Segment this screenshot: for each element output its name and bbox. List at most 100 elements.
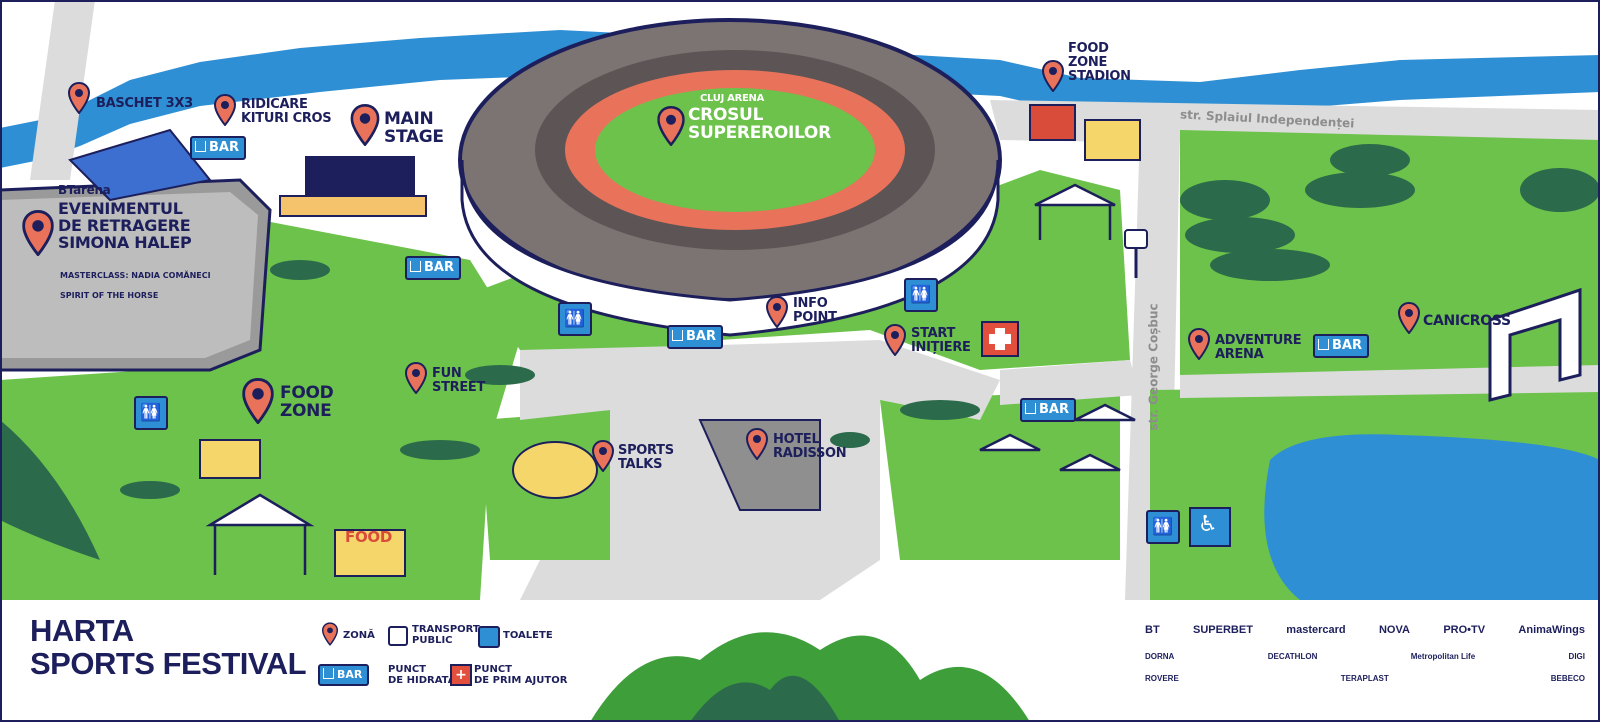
pin-cros-icon[interactable] [657, 106, 685, 146]
cup-icon [1318, 339, 1329, 350]
title-line2: SPORTS FESTIVAL [30, 646, 307, 681]
zone-food-stadion-line3: STADION [1068, 69, 1131, 84]
bar-marker-2[interactable]: BAR [405, 256, 461, 280]
sponsor-logo: DECATHLON [1267, 652, 1318, 661]
zone-halep-line3: SIMONA HALEP [58, 233, 192, 252]
sponsor-logo: DIGI [1568, 652, 1585, 661]
sponsor-logo: SUPERBET [1193, 624, 1253, 636]
zone-food-line2: ZONE [280, 401, 332, 421]
bar-marker-4[interactable]: BAR [1020, 398, 1076, 422]
legend-zona: ZONĂ [343, 630, 375, 641]
zone-info-line1: INFO [793, 296, 828, 311]
sponsor-logo: ROVERE [1145, 674, 1179, 683]
pin-adventure-icon[interactable] [1188, 328, 1210, 360]
bar-label: BAR [1039, 402, 1069, 417]
zone-baschet[interactable]: BASCHET 3X3 [96, 96, 193, 111]
pin-sports-talks-icon[interactable] [592, 440, 614, 472]
trees [120, 144, 1600, 499]
bus-stop-icon [1124, 229, 1148, 249]
legend-hidratare-line2: DE HIDRATARE [388, 675, 470, 686]
wheelchair-icon: ♿ [1198, 512, 1218, 537]
zone-hotel-line2: RADISSON [773, 446, 847, 461]
bar-label: BAR [1332, 338, 1362, 353]
toilet-icon[interactable]: 🚻 [134, 396, 168, 430]
zone-hotel-line1: HOTEL [773, 432, 820, 447]
pin-food-stadion-icon[interactable] [1042, 60, 1064, 92]
zone-main-line2: STAGE [384, 127, 444, 147]
zone-halep-line1: EVENIMENTUL [58, 199, 183, 218]
food-truck-2 [334, 529, 406, 577]
sponsor-logo: BEBECO [1550, 674, 1585, 683]
toilet-icon[interactable]: 🚻 [1146, 510, 1180, 544]
street-cosbuc-label: str. George Coșbuc [1146, 303, 1161, 431]
hotel-building [698, 419, 821, 511]
bar-label: BAR [424, 260, 454, 275]
zone-talks-line2: TALKS [618, 457, 663, 472]
arena-small-label: CLUJ ARENA [700, 93, 765, 104]
pin-fun-street-icon[interactable] [405, 362, 427, 394]
legend-toalete: TOALETE [503, 630, 553, 641]
bar-marker-5[interactable]: BAR [1313, 334, 1369, 358]
cup-icon [323, 668, 334, 679]
bar-marker-1[interactable]: BAR [190, 136, 246, 160]
pin-hotel-icon[interactable] [746, 428, 768, 460]
legend-toilet-icon [478, 626, 500, 648]
toilet-icon[interactable]: 🚻 [558, 302, 592, 336]
legend-hidratare-line1: PUNCT [388, 664, 426, 675]
zone-canicross[interactable]: CANICROSS [1423, 313, 1511, 329]
bar-label: BAR [686, 329, 716, 344]
zone-ridicare-line1: RIDICARE [241, 97, 308, 112]
pin-food-zone-icon[interactable] [242, 378, 274, 424]
pin-start-icon[interactable] [884, 324, 906, 356]
toilet-icon[interactable]: 🚻 [904, 278, 938, 312]
sponsor-logo: BT [1145, 624, 1160, 636]
talks-dome [512, 441, 598, 499]
zone-adventure-line2: ARENA [1215, 347, 1264, 362]
zone-fun-line2: STREET [432, 380, 486, 395]
pin-halep-icon[interactable] [22, 210, 54, 256]
legend-transport-line2: PUBLIC [412, 635, 453, 646]
zone-adventure-line1: ADVENTURE [1215, 333, 1302, 348]
title-line1: HARTA [30, 613, 134, 648]
bar-label: BAR [209, 140, 239, 155]
btarena-roof [0, 192, 258, 358]
zone-main-line1: MAIN [384, 109, 434, 129]
sponsor-logo: TERAPLAST [1340, 674, 1389, 683]
legend-pin-icon [322, 622, 338, 646]
pin-canicross-icon[interactable] [1398, 302, 1420, 334]
legend-first-aid-icon: + [450, 664, 472, 686]
park-tents [880, 390, 1120, 560]
pin-info-icon[interactable] [766, 296, 788, 328]
zone-start-line1: START [911, 326, 956, 341]
pin-ridicare-icon[interactable] [214, 94, 236, 126]
legend-ajutor-line1: PUNCT [474, 664, 512, 675]
tents [205, 183, 1136, 575]
zone-food-line1: FOOD [280, 383, 334, 403]
lake [1264, 434, 1600, 600]
zone-cros-line1: CROSUL [688, 105, 764, 125]
bar-marker-3[interactable]: BAR [667, 325, 723, 349]
stage-platform [279, 195, 427, 217]
sponsor-logo: NOVA [1378, 624, 1410, 636]
food-truck-stadion [1029, 104, 1076, 141]
pin-main-stage-icon[interactable] [350, 104, 380, 146]
pin-baschet-icon[interactable] [68, 82, 90, 114]
stage-screen [305, 156, 415, 200]
cup-icon [410, 261, 421, 272]
